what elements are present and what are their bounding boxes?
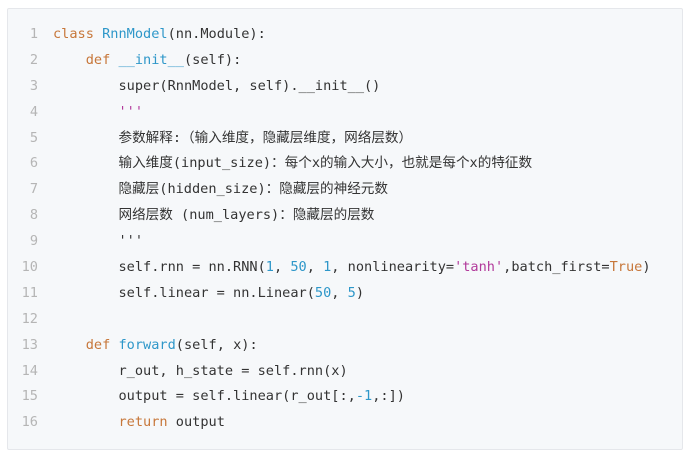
- code-token: 1: [265, 259, 274, 276]
- code-token: (self, x):: [175, 336, 258, 353]
- code-line: 12: [8, 307, 682, 333]
- code-token: ,:]): [372, 388, 405, 405]
- line-number: 6: [29, 155, 38, 172]
- code-text: return output: [53, 410, 225, 436]
- code-token: ''': [53, 233, 144, 250]
- code-line: 10 self.rnn = nn.RNN(1, 50, 1, nonlinear…: [8, 255, 682, 281]
- code-text: self.rnn = nn.RNN(1, 50, 1, nonlinearity…: [53, 255, 651, 281]
- line-number: 4: [29, 103, 38, 120]
- code-line: 9 ''': [8, 229, 682, 255]
- code-text: ''': [53, 100, 143, 126]
- code-token: ''': [118, 103, 144, 120]
- code-token: 隐藏层(hidden_size)：隐藏层的神经元数: [53, 181, 388, 198]
- code-token: ,: [306, 259, 324, 276]
- code-token: forward: [118, 336, 176, 353]
- code-token: class: [53, 26, 94, 42]
- code-line: 16 return output: [8, 410, 682, 436]
- code-token: 50: [290, 259, 307, 276]
- code-token: ): [642, 259, 651, 276]
- code-text: def forward(self, x):: [53, 333, 258, 359]
- code-line: 4 ''': [8, 100, 682, 126]
- code-token: ,: [331, 284, 348, 301]
- code-text: 输入维度(input_size)：每个x的输入大小，也就是每个x的特征数: [53, 151, 532, 177]
- code-text: def __init__(self):: [53, 48, 242, 74]
- line-number: 12: [21, 310, 38, 327]
- code-token: [110, 52, 118, 68]
- code-token: [53, 52, 86, 68]
- line-number: 1: [29, 26, 38, 42]
- line-number: 7: [29, 181, 38, 198]
- code-token: RnnModel: [102, 26, 168, 42]
- code-token: (nn.Module):: [167, 26, 266, 42]
- line-number: 9: [29, 233, 38, 250]
- code-text: self.linear = nn.Linear(50, 5): [53, 281, 364, 307]
- code-line: 7 隐藏层(hidden_size)：隐藏层的神经元数: [8, 177, 682, 203]
- code-token: ): [355, 284, 365, 301]
- code-token: super(RnnModel, self).__init__(): [53, 77, 381, 94]
- code-token: ,batch_first=: [503, 259, 610, 276]
- line-number: 8: [29, 207, 38, 224]
- code-text: 隐藏层(hidden_size)：隐藏层的神经元数: [53, 177, 388, 203]
- code-text: class RnnModel(nn.Module):: [53, 22, 266, 48]
- code-token: def: [85, 336, 111, 353]
- code-token: 网络层数 (num_layers)：隐藏层的层数: [53, 207, 375, 224]
- code-line: 11 self.linear = nn.Linear(50, 5): [8, 281, 682, 307]
- code-token: return: [118, 414, 168, 431]
- line-number: 11: [21, 284, 38, 301]
- code-token: self.linear = nn.Linear(: [53, 284, 315, 301]
- code-token: 5: [347, 284, 356, 301]
- line-number: 16: [21, 414, 38, 431]
- line-number: 10: [21, 259, 38, 276]
- code-line: 15 output = self.linear(r_out[:,-1,:]): [8, 384, 682, 410]
- code-token: r_out, h_state = self.rnn(x): [53, 362, 348, 379]
- line-number: 14: [21, 362, 38, 379]
- code-line: 2 def __init__(self):: [8, 48, 682, 74]
- code-line: 1 class RnnModel(nn.Module):: [8, 22, 682, 48]
- code-token: ,: [273, 259, 291, 276]
- code-token: 输入维度(input_size)：每个x的输入大小，也就是每个x的特征数: [53, 155, 533, 172]
- code-token: output = self.linear(r_out[:,: [53, 388, 356, 405]
- code-token: 50: [314, 284, 332, 301]
- code-line: 13 def forward(self, x):: [8, 333, 682, 359]
- code-line: 6 输入维度(input_size)：每个x的输入大小，也就是每个x的特征数: [8, 151, 682, 177]
- code-token: True: [609, 259, 643, 276]
- code-text: output = self.linear(r_out[:,-1,:]): [53, 384, 405, 410]
- code-line: 5 参数解释:（输入维度，隐藏层维度，网络层数）: [8, 126, 682, 152]
- code-text: super(RnnModel, self).__init__(): [53, 74, 380, 100]
- code-token: -1: [355, 388, 373, 405]
- code-line: 8 网络层数 (num_layers)：隐藏层的层数: [8, 203, 682, 229]
- code-token: [53, 104, 118, 120]
- code-text: 网络层数 (num_layers)：隐藏层的层数: [53, 203, 374, 229]
- code-token: [110, 337, 118, 353]
- code-token: , nonlinearity=: [331, 259, 455, 276]
- line-number: 13: [21, 336, 38, 353]
- line-number: 15: [21, 388, 38, 405]
- line-number: 3: [29, 77, 38, 94]
- code-text: r_out, h_state = self.rnn(x): [53, 359, 348, 385]
- code-token: __init__: [118, 51, 184, 68]
- code-token: 参数解释:（输入维度，隐藏层维度，网络层数）: [53, 129, 413, 146]
- line-number: 2: [29, 51, 38, 68]
- code-token: self.rnn = nn.RNN(: [53, 259, 266, 276]
- code-text: ''': [53, 229, 143, 255]
- code-line: 14 r_out, h_state = self.rnn(x): [8, 359, 682, 385]
- code-line: 3 super(RnnModel, self).__init__(): [8, 74, 682, 100]
- code-token: [53, 337, 86, 353]
- code-token: (self):: [183, 51, 242, 68]
- code-token: output: [167, 414, 225, 431]
- code-token: [94, 26, 102, 42]
- code-token: 'tanh': [454, 259, 504, 276]
- code-token: [53, 414, 118, 430]
- code-token: def: [85, 51, 111, 68]
- code-token: 1: [323, 259, 332, 276]
- line-number: 5: [29, 129, 38, 146]
- code-text: 参数解释:（输入维度，隐藏层维度，网络层数）: [53, 126, 412, 152]
